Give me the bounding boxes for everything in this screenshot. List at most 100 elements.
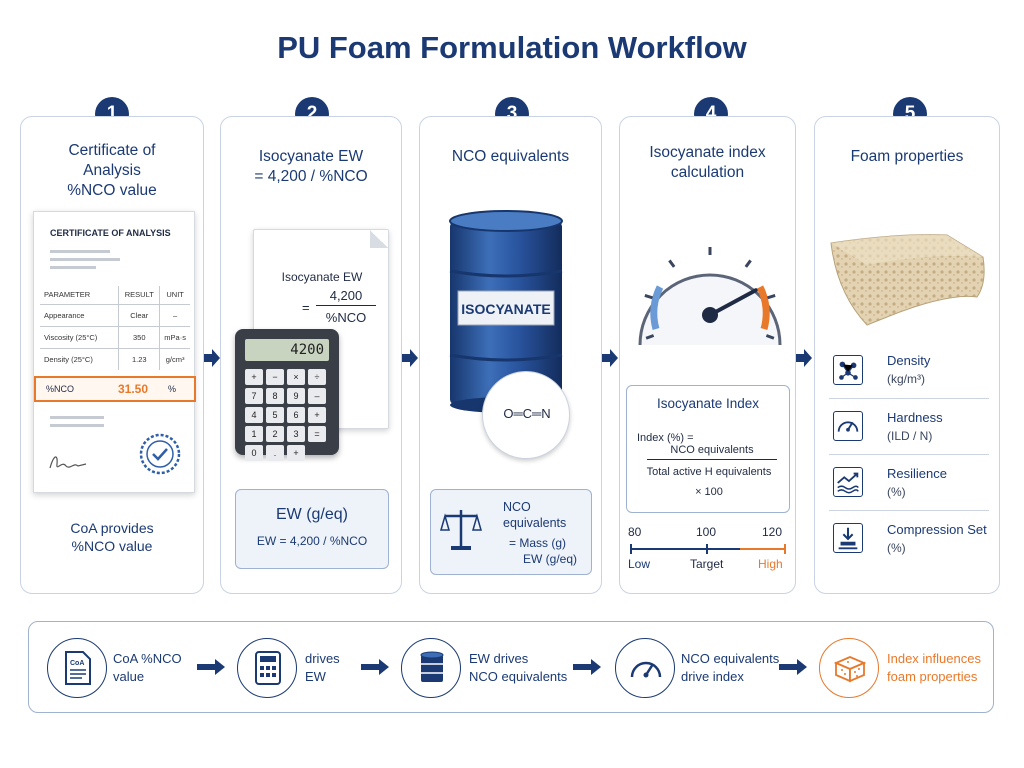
step-title-line: = 4,200 / %NCO (254, 168, 368, 186)
flow-text-drum: EW drives NCO equivalents (469, 650, 567, 686)
calculator-key: = (308, 426, 326, 442)
flow-circle-drum (401, 638, 461, 698)
trend-icon (833, 467, 863, 497)
ew-doc-numerator: 4,200 (316, 288, 376, 306)
foam-block-icon (830, 234, 985, 326)
flow-circle-ew (237, 638, 297, 698)
flow-text-foam: Index influences foam properties (887, 650, 981, 686)
flow-line: drive index (681, 669, 744, 685)
step-title-line: NCO equivalents (451, 148, 570, 165)
step-title-ew: Isocyanate EW = 4,200 / %NCO (221, 147, 401, 187)
calculator-key: 5 (266, 407, 284, 423)
calculator-key: 9 (287, 388, 305, 404)
placeholder-line (50, 250, 110, 253)
table-row: Appearance Clear – (40, 304, 190, 326)
ew-doc-eq: = (302, 300, 310, 315)
divider (829, 454, 989, 455)
balance-scale-icon (440, 510, 482, 550)
ew-doc-title: Isocyanate EW (281, 270, 363, 284)
calculator-key: 8 (266, 388, 284, 404)
nco-highlight-row: %NCO 31.50 % (34, 376, 196, 402)
nco-label: %NCO (46, 384, 75, 394)
arrow-right-icon (779, 659, 807, 675)
index-formula-box: Isocyanate Index Index (%) = NCO equival… (626, 385, 790, 513)
table-cell: mPa·s (159, 326, 190, 348)
arrow-right-icon (204, 349, 220, 367)
step-panel-nco: NCO equivalents ISOCYANATE O═C═N NCO (419, 116, 602, 594)
flow-circle-coa: CoA (47, 638, 107, 698)
flow-line: drives (305, 651, 340, 666)
calculator-key: ÷ (308, 369, 326, 385)
gauge-tick (744, 259, 752, 268)
scale-value-target: 100 (696, 525, 717, 539)
scale-value-low: 80 (628, 525, 642, 539)
flow-line: EW drives (469, 651, 529, 666)
arrow-right-icon (402, 349, 418, 367)
ew-doc-denominator: %NCO (325, 310, 367, 325)
table-cell: 1.23 (118, 348, 160, 370)
coa-heading: CERTIFICATE OF ANALYSIS (50, 228, 171, 238)
flow-line: NCO equivalents (681, 651, 780, 666)
gauge-tick (767, 294, 776, 300)
table-header-row: PARAMETER RESULT UNIT (40, 286, 190, 304)
nco-value: 31.50 (118, 382, 149, 396)
column-header: PARAMETER (44, 290, 91, 300)
index-multiplier: × 100 (695, 486, 723, 498)
placeholder-line (50, 424, 104, 427)
coa-document: CERTIFICATE OF ANALYSIS PARAMETER RESULT… (33, 211, 196, 493)
step-panel-coa: Certificate of Analysis %NCO value CERTI… (20, 116, 204, 594)
index-box-title: Isocyanate Index (656, 396, 760, 411)
flow-text-coa: CoA %NCO value (113, 650, 182, 686)
nco-molecule-circle: O═C═N (482, 371, 570, 459)
molecule-formula: O═C═N (503, 406, 551, 421)
nco-box-line: NCO (503, 500, 531, 514)
foam-icon (834, 656, 866, 683)
gauge-tick (765, 334, 775, 340)
calculator-key: 1 (245, 426, 263, 442)
column-header: RESULT (118, 286, 160, 304)
seal-icon (139, 433, 181, 475)
step-panel-properties: Foam properties Density (kg/m³) Hardn (814, 116, 1000, 594)
caption-line: CoA provides (70, 520, 154, 536)
flow-text-ew: drives EW (305, 650, 340, 686)
step-title-line: Isocyanate EW (258, 148, 364, 165)
ew-formula-box: EW (g/eq) EW = 4,200 / %NCO (235, 489, 389, 569)
property-name: Resilience (887, 466, 947, 481)
property-unit: (kg/m³) (887, 372, 925, 386)
property-name: Density (887, 353, 931, 368)
calculator-display: 4200 (245, 339, 329, 361)
calculator-key: + (245, 369, 263, 385)
flow-circle-gauge (615, 638, 675, 698)
calculator-key: . (266, 445, 284, 461)
scale-line (630, 548, 786, 550)
calculator-key: + (287, 445, 305, 461)
table-row: Density (25°C) 1.23 g/cm³ (40, 348, 190, 370)
signature-icon (49, 456, 87, 469)
calculator-key: − (266, 369, 284, 385)
flow-line: CoA %NCO (113, 651, 182, 666)
molecule-icon (833, 355, 863, 385)
step-title-line: Foam properties (850, 148, 964, 165)
table-cell: g/cm³ (159, 348, 190, 370)
placeholder-line (50, 266, 96, 269)
nco-box-line: EW (g/eq) (523, 552, 578, 566)
arrow-right-icon (197, 659, 225, 675)
nco-box-line: equivalents (503, 516, 567, 530)
page-title: PU Foam Formulation Workflow (277, 30, 747, 65)
flow-line: Index influences (887, 651, 981, 666)
flow-circle-foam (819, 638, 879, 698)
calculator-key: 2 (266, 426, 284, 442)
flow-line: foam properties (887, 669, 978, 685)
arrow-right-icon (796, 349, 812, 367)
step-title-nco: NCO equivalents (420, 147, 601, 167)
table-cell: – (159, 304, 190, 326)
calculator-key: 7 (245, 388, 263, 404)
caption-line: %NCO value (71, 538, 153, 555)
calculator-key: + (308, 407, 326, 423)
scale-tick (630, 544, 632, 554)
table-cell: 350 (118, 326, 160, 348)
property-unit: (%) (887, 485, 906, 499)
arrow-right-icon (361, 659, 389, 675)
